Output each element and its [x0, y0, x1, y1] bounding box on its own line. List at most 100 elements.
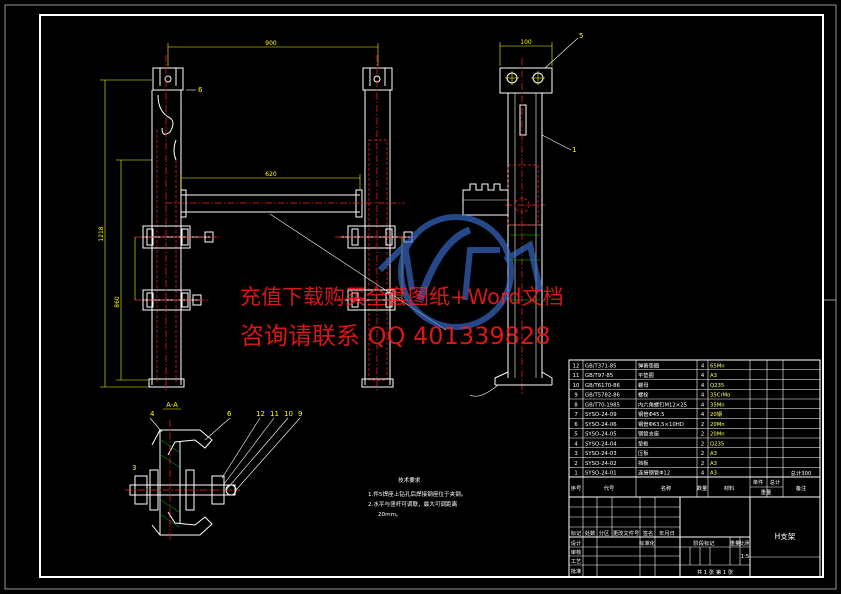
tb-mark: 标记	[571, 529, 582, 537]
parts-row-no: 3	[574, 451, 577, 457]
comb-bracket	[462, 183, 509, 216]
dimension-overall-width: 900	[265, 40, 277, 47]
parts-row-material: A3	[710, 451, 717, 457]
parts-row-material: Q235	[710, 383, 724, 389]
parts-row-code: SYSO-24-04	[585, 441, 617, 447]
sheet-outer-border	[4, 4, 837, 590]
parts-row-no: 5	[574, 432, 577, 438]
parts-row-no: 4	[574, 441, 578, 447]
parts-row-no: 6	[574, 422, 578, 428]
parts-row-code: SYSO-24-01	[585, 471, 617, 477]
section-label: A-A	[166, 401, 178, 409]
clamp-upper-right	[335, 225, 420, 249]
section-view: A-A 4 6 12 11 10 9 3	[125, 401, 302, 540]
parts-row-name: 垫板	[638, 439, 649, 447]
callout-section-f: 10	[284, 410, 293, 418]
parts-row-name: 钢管Φ45.5	[638, 410, 665, 418]
tb-approve: 批准	[571, 567, 582, 575]
parts-row-name: 内六角螺钉M12×25	[638, 400, 687, 408]
parts-row-code: SYSO-24-09	[585, 412, 617, 418]
callout-side-bracket: 5	[579, 32, 583, 40]
title-block: 标记 处数 分区 更改文件号 签名 年月日 设计 标准化 审核 工艺 批准 阶段…	[568, 496, 821, 578]
parts-row-material: 35Mn	[710, 402, 725, 408]
parts-row-qty: 2	[701, 441, 704, 447]
parts-row-no: 10	[573, 383, 580, 389]
parts-row-code: GB/T97-85	[585, 373, 613, 379]
callout-section-g: 9	[298, 410, 302, 418]
parts-row-no: 1	[574, 471, 577, 477]
parts-total-weight: 总计300	[791, 469, 812, 477]
dimension-inner-width: 620	[265, 171, 277, 178]
parts-row-code: SYSO-24-03	[585, 451, 617, 457]
parts-row: 8 GB/T70-1985 内六角螺钉M12×25 4 35Mn	[574, 400, 724, 408]
parts-header-material: 材料	[724, 484, 735, 492]
parts-row-code: GB/T6170-86	[585, 383, 621, 389]
watermark-logo	[377, 214, 543, 330]
parts-row-qty: 2	[701, 451, 704, 457]
crossbar	[165, 189, 405, 218]
tb-sheets: 共 1 张 第 1 张	[697, 568, 734, 576]
side-foot	[494, 371, 553, 386]
parts-row-qty: 2	[701, 422, 704, 428]
dimension-overall-height: 1218	[98, 226, 105, 241]
dimension-bracket-width: 100	[520, 39, 532, 46]
callout-side-post: 1	[572, 146, 576, 154]
watermark-line-2: 咨询请联系 QQ 401339828	[240, 322, 550, 350]
dimension-lower-height: 860	[114, 296, 121, 308]
parts-row-no: 8	[574, 402, 578, 408]
parts-row-qty: 4	[701, 412, 705, 418]
parts-row-material: A3	[710, 471, 717, 477]
tb-date: 年月日	[659, 529, 675, 537]
tb-drawing-title: H支架	[775, 531, 796, 541]
tb-count: 处数	[585, 529, 596, 537]
parts-header-weight: 重量	[761, 488, 772, 496]
parts-row-material: 20Mn	[710, 422, 725, 428]
parts-row-qty: 4	[701, 471, 705, 477]
callout-section-c: 6	[227, 410, 232, 418]
parts-row-qty: 2	[701, 461, 704, 467]
parts-row-material: 20Mn	[710, 432, 725, 438]
parts-row-qty: 4	[701, 402, 705, 408]
tb-stage-mark: 阶段标记	[693, 539, 715, 547]
clamp-lower-left	[135, 289, 210, 311]
parts-row-code: GB/T70-1985	[585, 402, 620, 408]
clamp-upper-left	[135, 225, 220, 249]
parts-row-name: 螺母	[638, 381, 649, 389]
parts-header-no: 序号	[571, 484, 582, 492]
tb-zone: 分区	[599, 529, 610, 537]
tech-req-line2: 2.水平与竖杆可调联，最大可调距离	[368, 500, 458, 508]
tb-design: 设计	[571, 539, 582, 547]
parts-row-name: 连接钢管Φ12	[638, 469, 670, 477]
parts-row-qty: 4	[701, 373, 705, 379]
parts-row-name: 挡板	[638, 459, 649, 467]
callout-front-clevis: 6	[198, 86, 203, 94]
callout-section-d: 12	[256, 410, 265, 418]
parts-row-no: 11	[573, 373, 580, 379]
parts-row-code: SYSO-24-06	[585, 422, 617, 428]
tb-review: 审核	[571, 548, 582, 556]
tb-signature: 签名	[643, 529, 654, 537]
parts-header-total: 总计	[770, 478, 781, 486]
parts-row-no: 7	[574, 412, 577, 418]
callout-section-e: 11	[270, 410, 279, 418]
parts-header-unit: 单件	[753, 478, 764, 486]
tb-process: 工艺	[571, 558, 582, 565]
callout-section-b: 3	[132, 464, 136, 472]
parts-row-material: A3	[710, 373, 717, 379]
parts-row-no: 2	[574, 461, 577, 467]
parts-header-qty: 数量	[697, 484, 708, 492]
parts-row-material: 35CrMo	[710, 393, 730, 399]
parts-row-code: SYSO-24-05	[585, 432, 617, 438]
side-view: 100 5 1	[462, 32, 583, 397]
parts-row-name: 螺栓	[638, 391, 649, 399]
parts-row-name: 钢管支座	[638, 430, 660, 438]
technical-requirements: 技术要求 1.件5焊座上钻孔后焊接钢座位于夹钢。 2.水平与竖杆可调联，最大可调…	[368, 476, 466, 518]
parts-row-material: 20钢	[710, 410, 722, 418]
